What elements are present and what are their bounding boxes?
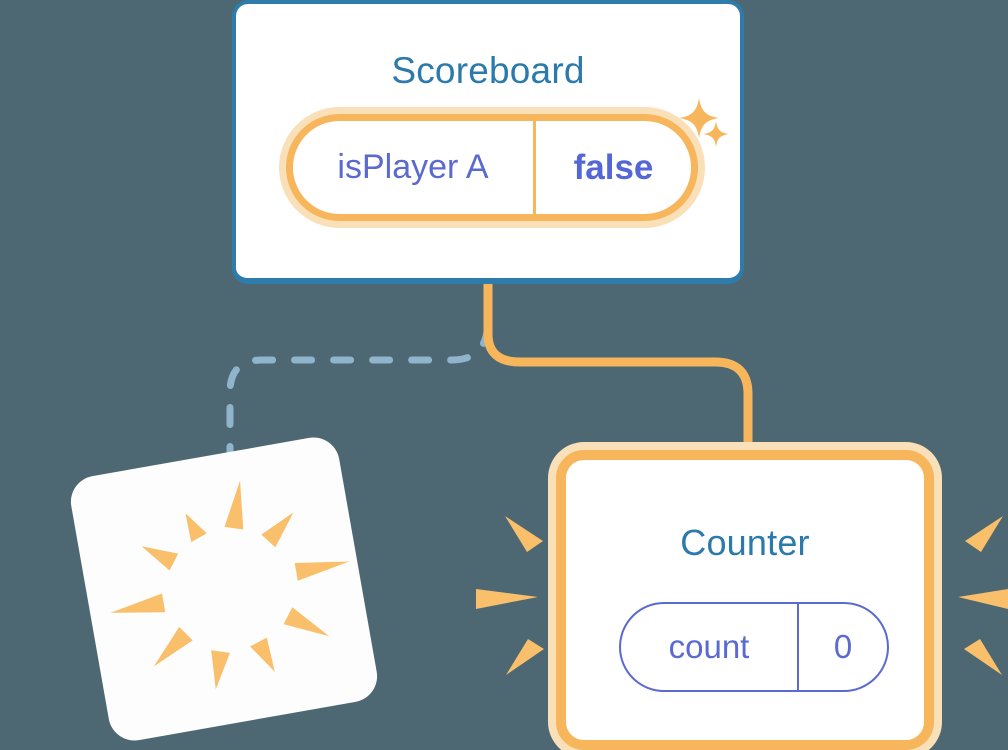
scoreboard-title: Scoreboard — [391, 50, 585, 91]
burst-rays-counter-right-icon — [958, 516, 1008, 675]
node-counter[interactable]: Counter count 0 — [556, 450, 934, 750]
counter-state-pill[interactable]: count 0 — [619, 602, 889, 692]
sparkle-large-icon — [679, 98, 719, 138]
edge-scoreboard-to-blank-card — [226, 284, 492, 474]
counter-state-value: 0 — [797, 604, 887, 690]
sparkle-small-icon — [703, 121, 729, 147]
scoreboard-state-value: false — [533, 121, 691, 214]
counter-title: Counter — [680, 522, 810, 563]
burst-rays-counter-left-icon — [476, 516, 544, 675]
node-blank-card[interactable] — [66, 433, 382, 745]
counter-state-key: count — [668, 628, 750, 665]
scoreboard-state-pill[interactable]: isPlayer A false — [286, 114, 698, 221]
node-scoreboard[interactable]: Scoreboard isPlayer A false — [232, 0, 744, 284]
edge-scoreboard-to-counter — [483, 284, 753, 462]
scoreboard-state-key: isPlayer A — [337, 148, 489, 186]
